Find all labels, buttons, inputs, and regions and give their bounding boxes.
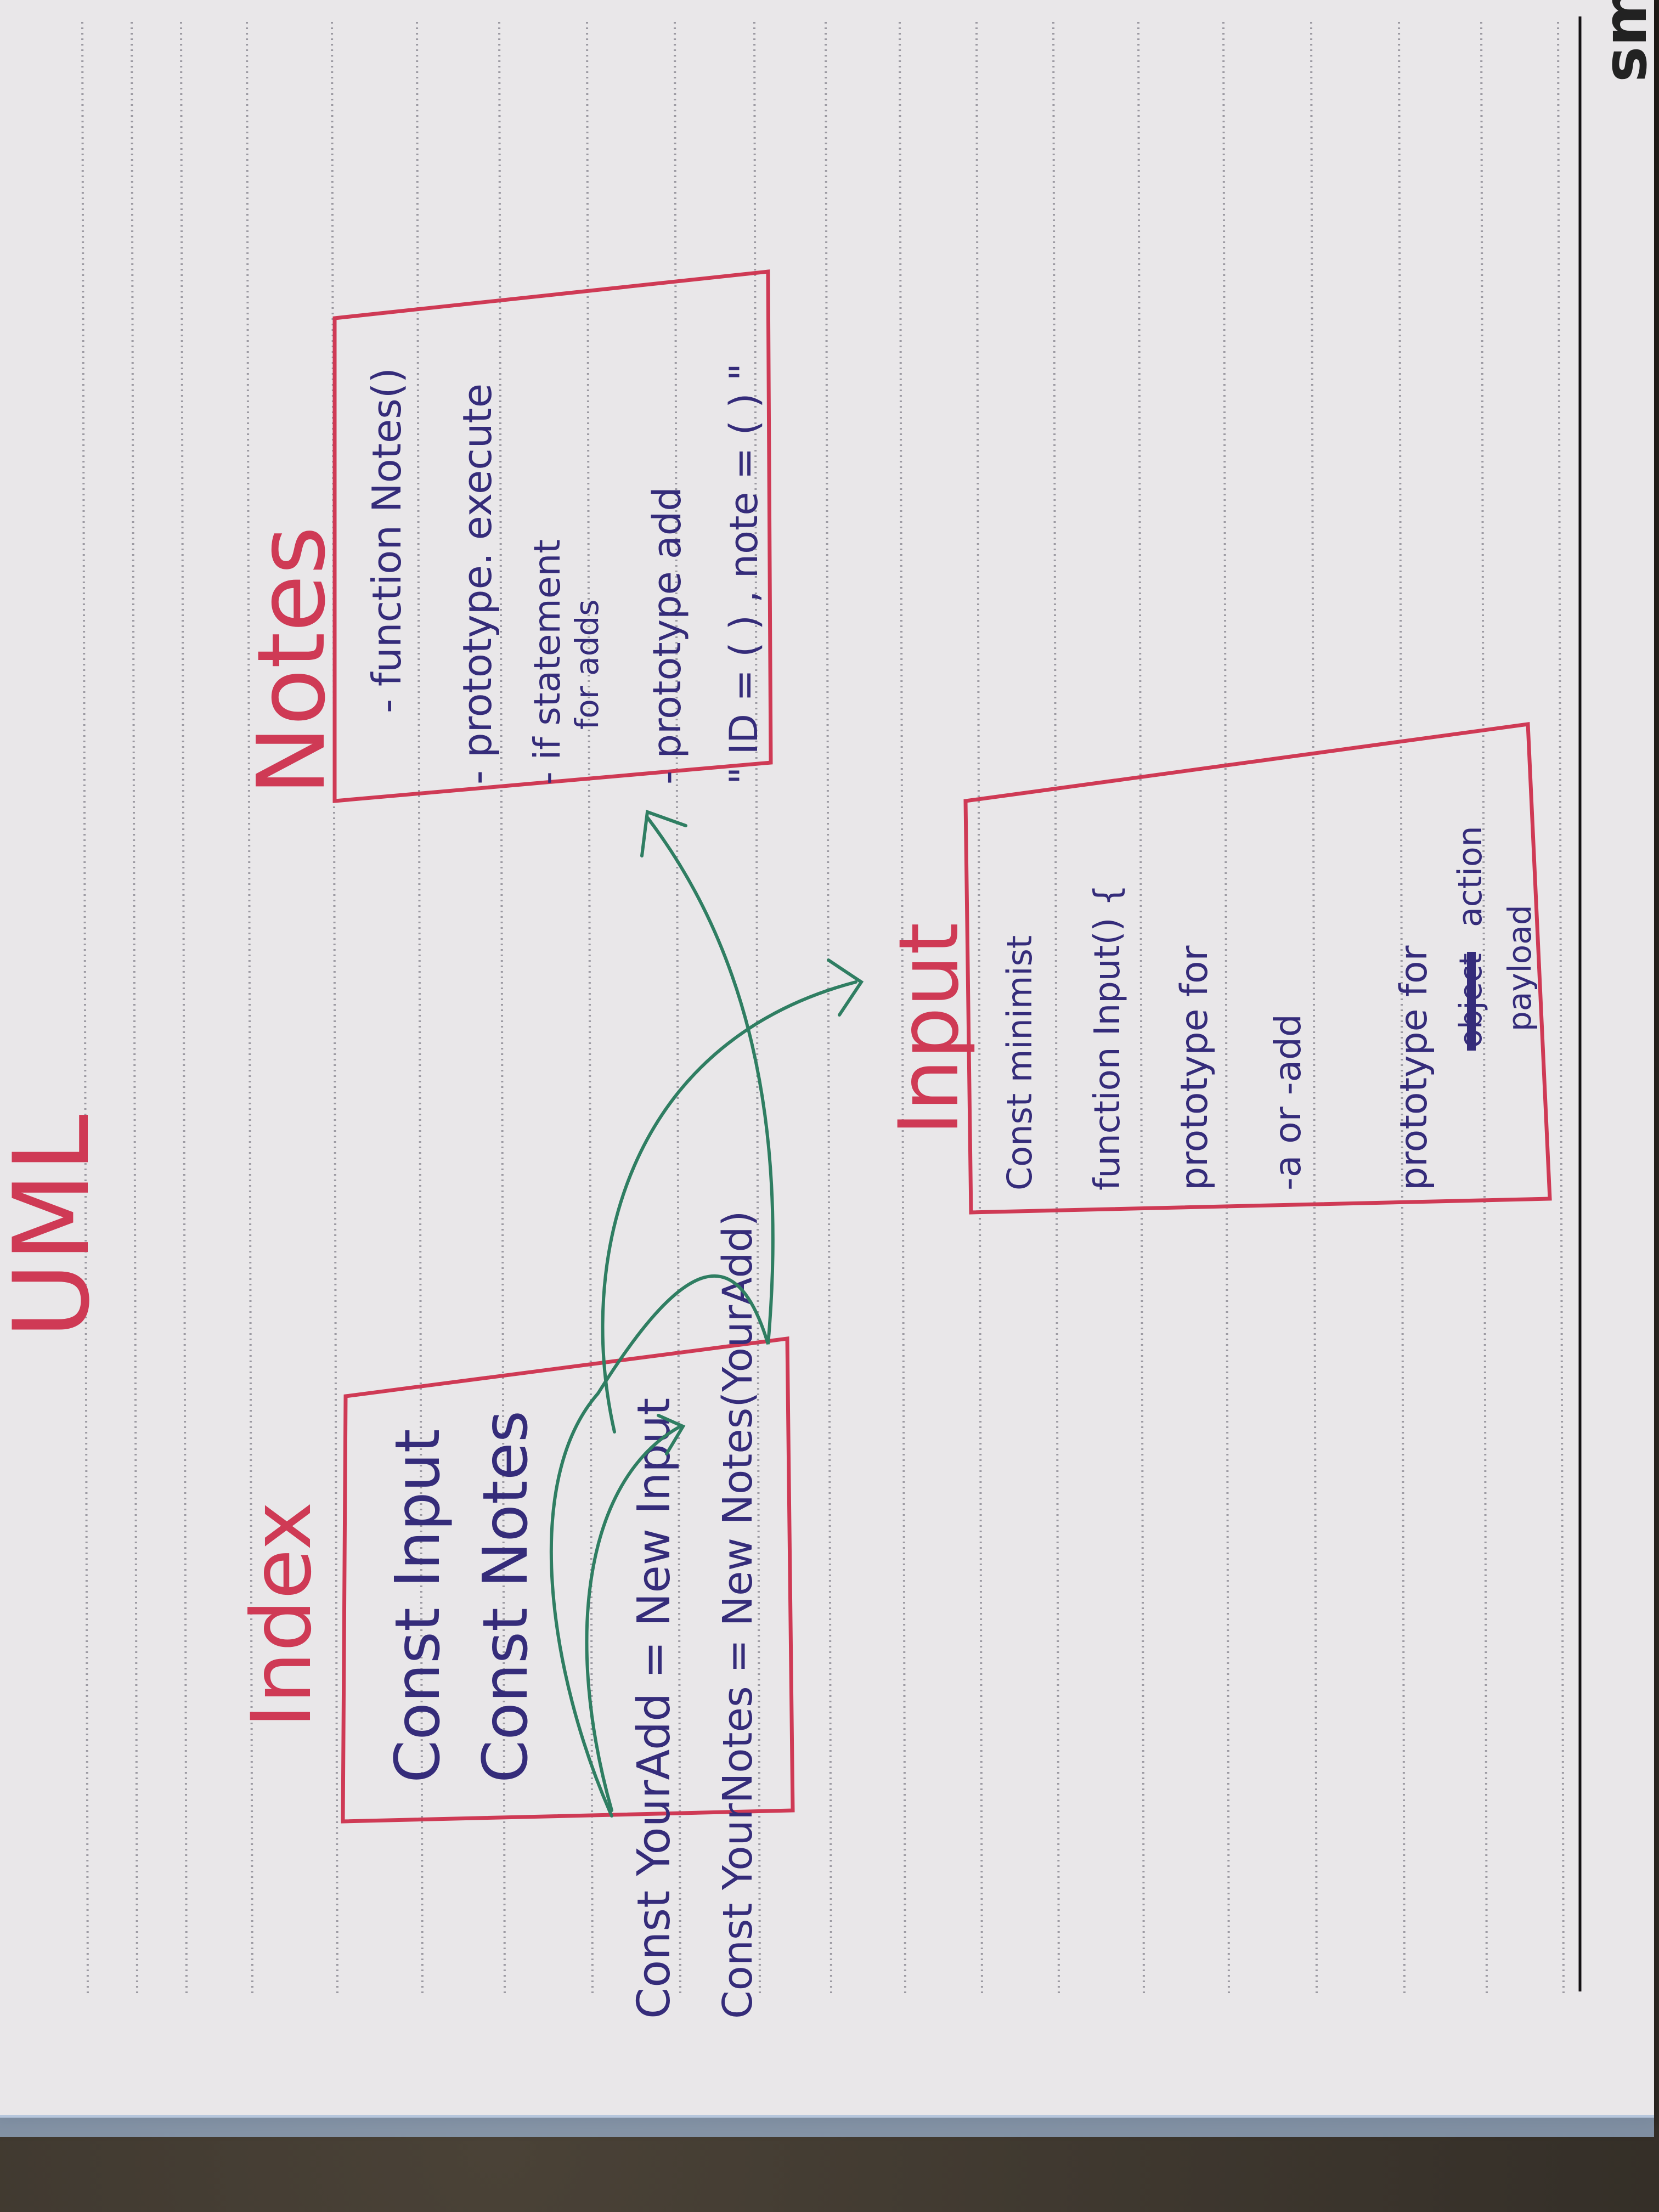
ruled-line: [246, 21, 253, 1997]
ruled-lines: [81, 21, 1565, 1997]
input-line-minimist: Const minimist: [1000, 935, 1040, 1190]
input-line-prototype-2: prototype for: [1392, 945, 1436, 1190]
ruled-line: [416, 21, 424, 1997]
page-title: UML: [0, 1114, 112, 1339]
ruled-line: [975, 21, 983, 1997]
notes-line-id: " ID = ( ) , note = ( ) ": [721, 363, 766, 785]
notes-line-for-adds: for adds: [568, 599, 606, 730]
index-outside-line-input: Const YourAdd = New Input: [628, 1398, 680, 2019]
input-line-payload: payload: [1501, 905, 1538, 1031]
arrow-index-to-input: [601, 980, 857, 1434]
brand-mark: sm: [1590, 0, 1659, 82]
notes-box: Notes - function Notes() - prototype. ex…: [238, 269, 773, 803]
page-edge: [0, 2115, 1654, 2137]
notebook-page: [0, 0, 1654, 2118]
ruled-line: [753, 21, 761, 1997]
ruled-line: [674, 21, 681, 1997]
notes-box-outline: [332, 269, 773, 803]
index-outside-line-notes: Const YourNotes = New Notes(YourAdd): [714, 1211, 761, 2019]
green-arrows: [549, 809, 864, 1818]
input-line-prototype-1: prototype for: [1173, 945, 1216, 1190]
arrow-head-input: [827, 958, 864, 1017]
arrow-index-to-notes: [549, 816, 775, 1818]
ruled-line: [1480, 21, 1488, 1997]
ruled-line: [1222, 21, 1230, 1997]
notes-line-function: - function Notes(): [364, 368, 410, 713]
ruled-line: [899, 21, 906, 1997]
ruled-line: [180, 21, 188, 1997]
ruled-line: [498, 21, 506, 1997]
ruled-line: [81, 21, 89, 1997]
arrow-head-loop: [657, 1414, 686, 1455]
input-line-action: action: [1451, 826, 1489, 927]
ruled-line: [1137, 21, 1145, 1997]
index-line-notes: Const Notes: [470, 1410, 541, 1783]
ruled-line: [1557, 21, 1565, 1997]
notes-title: Notes: [238, 526, 346, 795]
ruled-line: [825, 21, 832, 1997]
input-line-flags: -a or -add: [1267, 1014, 1309, 1190]
index-title: Index: [234, 1502, 330, 1728]
ruled-line: [1310, 21, 1318, 1997]
ruled-line: [1398, 21, 1406, 1997]
input-title: Input: [882, 923, 977, 1136]
notes-line-add: - prototype add: [645, 487, 690, 785]
index-box: Index Const Input Const Notes Const Your…: [234, 1211, 795, 2019]
ruled-line: [131, 21, 138, 1997]
ruled-line: [586, 21, 594, 1997]
notes-line-if: - if statement: [526, 539, 568, 785]
arrow-head-notes: [640, 809, 687, 857]
input-box: Input Const minimist function Input() { …: [882, 722, 1552, 1215]
input-line-function: function Input() {: [1087, 884, 1128, 1191]
index-box-outline: [341, 1336, 795, 1824]
ruled-line: [1052, 21, 1060, 1997]
notes-line-execute: - prototype. execute: [454, 383, 500, 785]
index-line-input: Const Input: [382, 1429, 454, 1783]
input-box-outline: [963, 722, 1552, 1215]
arrow-index-loop: [585, 1425, 682, 1812]
